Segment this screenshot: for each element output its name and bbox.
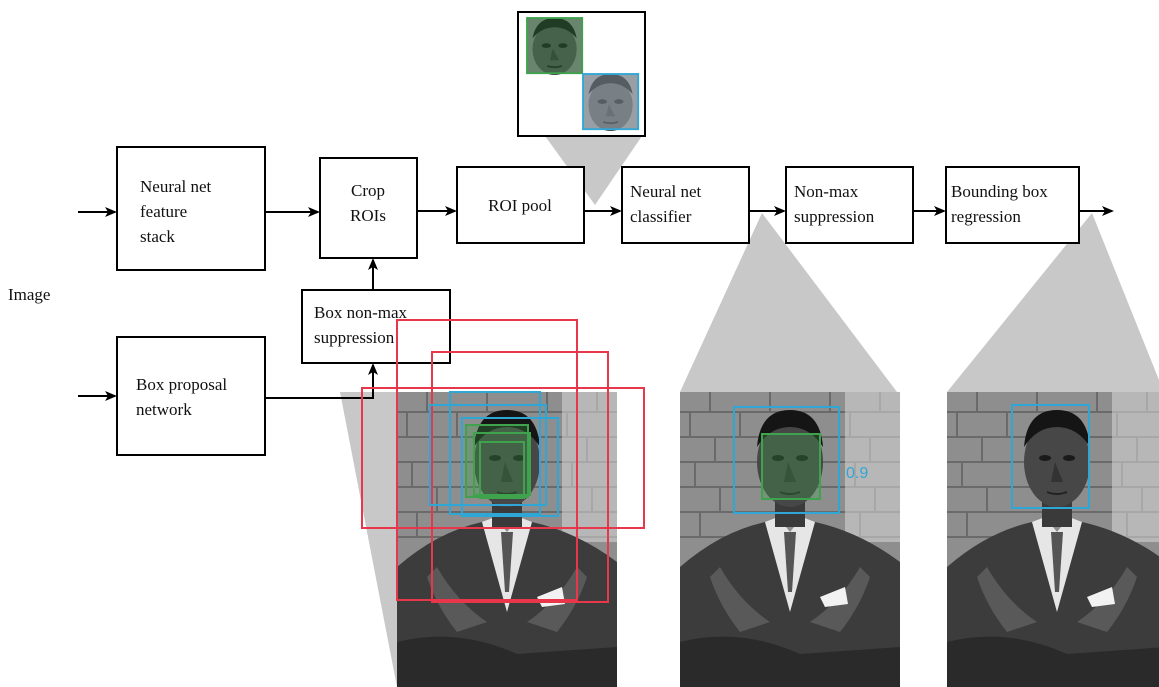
- node-line: Box non-max: [314, 303, 408, 322]
- node-proposal-network: Box proposal network: [116, 336, 266, 456]
- svg-text:stack: stack: [140, 227, 175, 246]
- zoom-wedge-proposals: [340, 392, 397, 687]
- node-nn-classifier: Neural net classifier: [621, 166, 750, 244]
- node-line: Bounding box: [951, 182, 1048, 201]
- node-line: suppression: [314, 328, 395, 347]
- svg-text:network: network: [136, 400, 192, 419]
- node-line: classifier: [630, 207, 692, 226]
- svg-text:Non-max: Non-max: [794, 182, 859, 201]
- svg-text:suppression: suppression: [794, 207, 875, 226]
- node-line: stack: [140, 227, 175, 246]
- face-box: [761, 433, 821, 500]
- node-bbox-regression: Bounding box regression: [945, 166, 1080, 244]
- node-roi-pool: ROI pool: [456, 166, 585, 244]
- face-box: [479, 441, 525, 499]
- roi-thumbnails-inset: [517, 11, 646, 137]
- node-line: Non-max: [794, 182, 859, 201]
- svg-text:Box proposal: Box proposal: [136, 375, 227, 394]
- proposal-box: [396, 319, 578, 601]
- portrait-classified: 0.9: [679, 391, 901, 687]
- face-crop-thumbnail: [526, 17, 584, 76]
- node-line: ROI pool: [488, 196, 552, 215]
- candidate-box: [733, 406, 840, 514]
- node-line: ROIs: [350, 206, 386, 225]
- face-boxes: [465, 424, 531, 499]
- proposal-box: [431, 351, 609, 603]
- zoom-wedge-regression: [947, 213, 1159, 392]
- node-line: Crop: [351, 181, 385, 200]
- arrow-proposal-to-nms: [265, 363, 378, 399]
- face-crop-thumbnail: [582, 73, 640, 132]
- svg-text:suppression: suppression: [314, 328, 395, 347]
- svg-text:Crop: Crop: [351, 181, 385, 200]
- svg-text:Neural net: Neural net: [140, 177, 212, 196]
- candidate-box: [461, 417, 559, 517]
- svg-text:Neural net: Neural net: [630, 182, 702, 201]
- input-label: Image: [8, 285, 50, 304]
- face-box: [473, 432, 531, 496]
- svg-text:Bounding box: Bounding box: [951, 182, 1048, 201]
- node-non-max: Non-max suppression: [785, 166, 914, 244]
- svg-text:ROI pool: ROI pool: [488, 196, 552, 215]
- node-line: regression: [951, 207, 1021, 226]
- candidate-box: [449, 391, 541, 515]
- zoom-wedge-classifier: [680, 213, 897, 392]
- svg-text:regression: regression: [951, 207, 1021, 226]
- score-label: 0.9: [846, 465, 868, 482]
- zoom-wedge-roi: [545, 136, 642, 205]
- node-feature-stack: Neural net feature stack: [116, 146, 266, 271]
- node-line: Neural net: [140, 177, 212, 196]
- face-box: [465, 424, 529, 498]
- node-line: feature: [140, 202, 187, 221]
- node-line: Neural net: [630, 182, 702, 201]
- node-line: network: [136, 400, 192, 419]
- node-crop-rois: Crop ROIs: [319, 157, 418, 259]
- portrait-proposals: [361, 319, 645, 687]
- svg-text:ROIs: ROIs: [350, 206, 386, 225]
- flow-arrows: [78, 206, 1114, 401]
- svg-text:feature: feature: [140, 202, 187, 221]
- candidate-boxes: [429, 391, 559, 517]
- svg-text:Box non-max: Box non-max: [314, 303, 408, 322]
- candidate-box: [429, 404, 547, 506]
- node-box-nms: Box non-max suppression: [301, 289, 451, 364]
- svg-text:classifier: classifier: [630, 207, 692, 226]
- node-line: Box proposal: [136, 375, 227, 394]
- final-box: [1011, 404, 1090, 509]
- proposal-boxes: [361, 319, 645, 603]
- proposal-box: [361, 387, 645, 529]
- portrait-regressed: [946, 391, 1159, 687]
- node-line: suppression: [794, 207, 875, 226]
